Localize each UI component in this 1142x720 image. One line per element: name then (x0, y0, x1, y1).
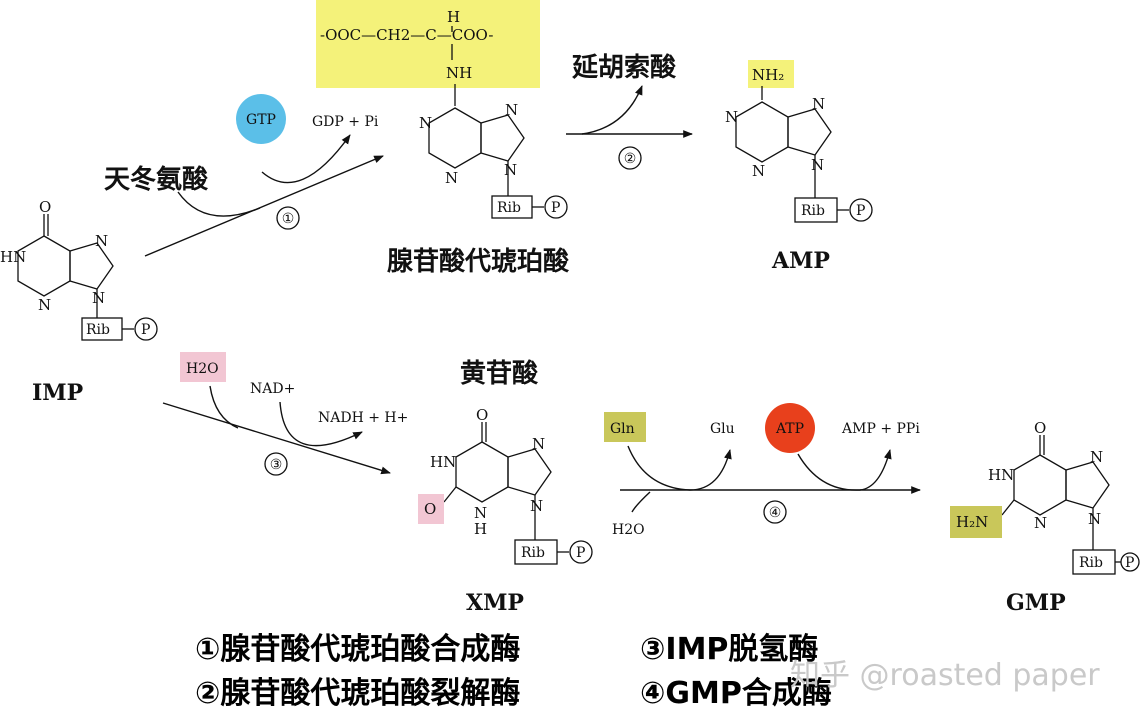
svg-text:N: N (504, 161, 517, 179)
svg-text:HN: HN (0, 248, 26, 266)
amp-structure: N N N N Rib P (725, 86, 873, 223)
atp-curve (797, 449, 892, 491)
xmp-label: XMP (466, 590, 524, 616)
h2o-curve (209, 385, 239, 429)
imp-structure: O HN N N N Rib P (0, 198, 158, 341)
svg-text:Rib: Rib (1079, 555, 1103, 571)
svg-text:HN: HN (988, 466, 1014, 484)
gln-highlight (604, 412, 646, 442)
svg-text:O: O (1034, 419, 1046, 437)
imp-label: IMP (32, 380, 83, 406)
gmp-label: GMP (1006, 590, 1066, 616)
nad-curve (279, 401, 363, 447)
svg-text:O: O (424, 500, 436, 518)
adenylosuccinate-label: 腺苷酸代琥珀酸 (386, 247, 570, 277)
enzyme-legend-4: ④GMP合成酶 (640, 676, 832, 711)
svg-text:N: N (95, 232, 108, 250)
svg-text:N: N (445, 169, 458, 187)
svg-text:Rib: Rib (521, 545, 545, 561)
svg-text:N: N (812, 95, 825, 113)
svg-text:P: P (856, 203, 865, 219)
glu-label: Glu (710, 421, 735, 437)
adenylosuccinate-structure: N N N N Rib P (419, 84, 568, 219)
fumarate-curve (581, 85, 643, 135)
svg-text:H₂N: H₂N (956, 513, 988, 531)
xmp-structure: O HN N N N H Rib P (430, 406, 593, 565)
fumarate-label: 延胡索酸 (571, 53, 677, 83)
svg-text:P: P (576, 545, 585, 561)
gmp-structure: O HN N N N Rib P (988, 419, 1140, 575)
h2o-label: H2O (186, 361, 219, 377)
svg-text:P: P (551, 200, 560, 216)
step1-arrow (144, 155, 384, 257)
svg-text:N: N (811, 156, 824, 174)
svg-text:N: N (530, 497, 543, 515)
svg-text:Rib: Rib (497, 200, 521, 216)
svg-text:P: P (141, 322, 150, 338)
svg-text:N: N (1090, 448, 1103, 466)
svg-text:O: O (476, 406, 488, 424)
svg-text:N: N (532, 435, 545, 453)
amp-label: AMP (771, 248, 830, 274)
gtp-label: GTP (246, 112, 276, 128)
succinyl-group: -OOC—CH2—C—COO- (320, 26, 493, 44)
h2o-highlight (180, 352, 226, 382)
aspartate-label: 天冬氨酸 (104, 164, 209, 195)
step2-marker: ② (624, 151, 637, 167)
svg-text:N: N (419, 114, 432, 132)
succinyl-highlight (316, 0, 540, 88)
svg-text:N: N (474, 504, 487, 522)
svg-text:N: N (752, 162, 765, 180)
svg-text:N: N (1034, 514, 1047, 532)
enzyme-legend-2: ②腺苷酸代琥珀酸裂解酶 (195, 676, 521, 711)
amp-ppi-label: AMP + PPi (841, 421, 920, 437)
h2o-2-label: H2O (612, 522, 645, 538)
nadh-label: NADH + H+ (318, 410, 408, 426)
step1-marker: ① (282, 211, 295, 227)
svg-text:H: H (447, 8, 460, 26)
enzyme-legend-1: ①腺苷酸代琥珀酸合成酶 (195, 632, 521, 667)
svg-text:N: N (725, 108, 738, 126)
nad-label: NAD+ (250, 381, 295, 397)
svg-text:O: O (39, 198, 51, 216)
svg-text:NH: NH (446, 64, 472, 82)
gln-curve (627, 445, 732, 491)
svg-text:Rib: Rib (801, 203, 825, 219)
gtp-curve (261, 134, 351, 184)
step4-marker: ④ (769, 505, 782, 521)
gdp-pi-label: GDP + Pi (312, 114, 379, 130)
svg-text:HN: HN (430, 453, 456, 471)
aspartate-curve (177, 191, 261, 217)
step3-marker: ③ (270, 457, 283, 473)
xanthylate-label: 黄苷酸 (460, 359, 539, 389)
enzyme-legend-3: ③IMP脱氢酶 (640, 632, 819, 667)
watermark: 知乎 @roasted paper (790, 658, 1100, 693)
svg-text:Rib: Rib (86, 322, 110, 338)
oxo-highlight (418, 494, 444, 524)
svg-text:H: H (474, 520, 487, 538)
gmp-amino-highlight (950, 506, 1002, 538)
atp-label: ATP (775, 421, 804, 437)
amino-highlight (748, 60, 794, 88)
svg-text:P: P (1125, 555, 1134, 571)
svg-text:NH₂: NH₂ (752, 66, 784, 84)
svg-text:N: N (92, 289, 105, 307)
h2o-release-curve (631, 491, 651, 513)
svg-text:N: N (505, 101, 518, 119)
atp-badge (765, 403, 815, 453)
gtp-badge (236, 94, 286, 144)
gln-label: Gln (610, 421, 635, 437)
svg-text:N: N (1088, 510, 1101, 528)
step3-arrow (162, 402, 391, 475)
svg-text:N: N (38, 296, 51, 314)
